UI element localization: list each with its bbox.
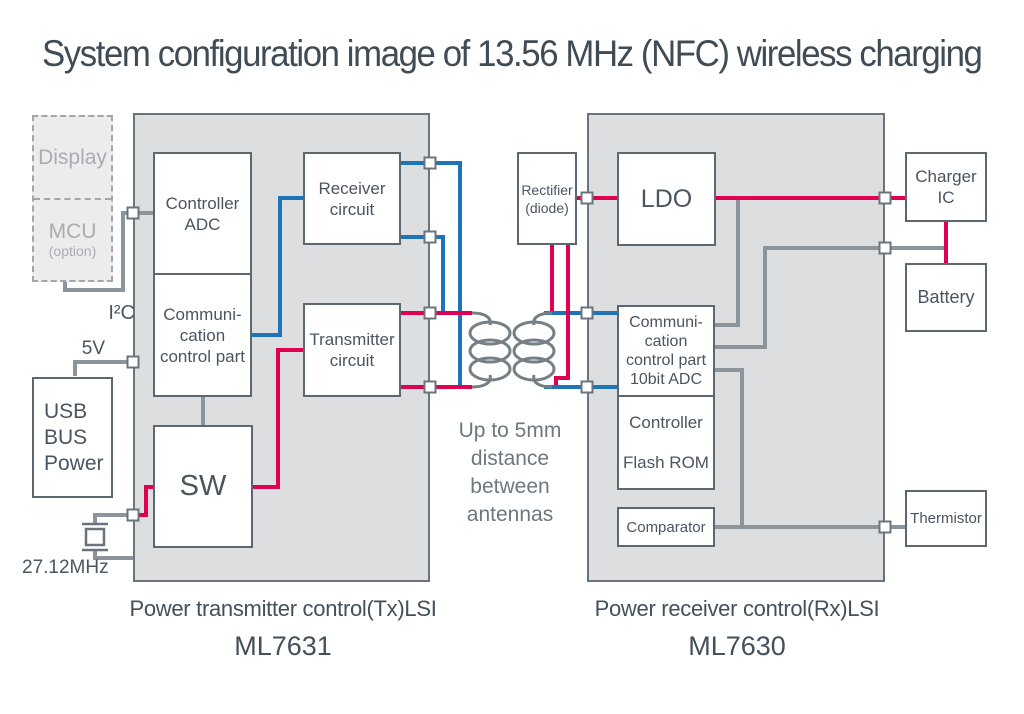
pad-thermistor	[878, 520, 892, 534]
adc-thermistor-wire	[713, 368, 744, 527]
antenna-distance-note: Up to 5mm distance between antennas	[458, 419, 562, 526]
transmitter-circuit-box: Transmitter circuit	[303, 303, 401, 397]
thermistor-label: Thermistor	[910, 510, 982, 527]
rectifier-antenna-wire-bottom	[554, 245, 570, 385]
usb-5v-wire	[73, 360, 133, 376]
pad-i2c	[126, 206, 140, 220]
5v-label: 5V	[81, 338, 105, 359]
sw-label: SW	[179, 470, 227, 502]
ldo-sense-wire	[713, 200, 740, 327]
thermistor-box: Thermistor	[905, 490, 987, 547]
comparator-box: Comparator	[617, 507, 715, 547]
xtal-top-wire	[93, 513, 133, 524]
pad-rx2	[423, 230, 437, 244]
display-mcu-box: Display MCU (option)	[32, 115, 113, 282]
display-label: Display	[38, 145, 107, 169]
receiver-antenna-wire-2	[401, 235, 445, 313]
battery-label: Battery	[917, 287, 975, 307]
pad-tx1	[423, 306, 437, 320]
pad-ant1	[580, 306, 594, 320]
usb-bus-power-box: USB BUS Power	[32, 377, 113, 498]
pad-charger	[878, 191, 892, 205]
display-section: Display	[34, 117, 111, 198]
sw-box: SW	[153, 425, 253, 548]
rx-part-number: ML7630	[688, 631, 786, 661]
usb-bus-power-label: USB BUS Power	[44, 399, 104, 475]
controller-adc-box: Controller ADC	[153, 152, 252, 275]
i2c-label: I²C	[108, 302, 135, 324]
charger-ic-box: Charger IC	[905, 152, 987, 222]
pad-ant2	[580, 380, 594, 394]
rectifier-box: Rectifier (diode)	[517, 152, 577, 245]
charger-ic-label: Charger IC	[915, 167, 977, 207]
page-title: System configuration image of 13.56 MHz …	[0, 33, 1024, 75]
pad-xtal	[126, 508, 140, 522]
battery-sense-wire	[713, 246, 946, 349]
battery-box: Battery	[905, 263, 987, 332]
transmitter-circuit-label: Transmitter circuit	[309, 330, 395, 370]
connector-pads	[126, 156, 892, 534]
mcu-section: MCU (option)	[34, 197, 111, 281]
comparator-label: Comparator	[626, 518, 706, 536]
receiver-antenna-wire-1	[401, 161, 462, 387]
xtal-bottom-wire	[93, 550, 133, 560]
sw-to-transmitter-wire	[253, 348, 303, 489]
tx-part-number: ML7631	[234, 631, 332, 661]
rx-caption: Power receiver control(Rx)LSI	[594, 596, 880, 621]
rectifier-label: Rectifier (diode)	[521, 181, 573, 216]
ldo-label: LDO	[640, 184, 693, 213]
tx-caption: Power transmitter control(Tx)LSI	[129, 596, 437, 621]
pad-battery-sense	[878, 241, 892, 255]
rx-comm-control-box: Communi- cation control part 10bit ADC	[617, 305, 715, 397]
mcu-option-label: (option)	[48, 242, 97, 259]
xtal-frequency-label: 27.12MHz	[22, 557, 109, 578]
crystal-body	[84, 527, 106, 547]
page-title-text: System configuration image of 13.56 MHz …	[42, 33, 983, 74]
receiver-circuit-label: Receiver circuit	[318, 178, 386, 219]
ldo-box: LDO	[617, 152, 716, 246]
tx-antenna-coil	[468, 311, 512, 389]
crystal-icon	[82, 522, 108, 552]
receiver-circuit-box: Receiver circuit	[303, 152, 401, 245]
pad-rx1	[423, 156, 437, 170]
controller-flash-label: Controller Flash ROM	[623, 412, 709, 472]
tx-comm-control-label: Communi- cation control part	[159, 304, 246, 366]
controller-flash-box: Controller Flash ROM	[617, 395, 715, 490]
comm-to-receiver-wire	[252, 196, 303, 337]
pad-5v	[126, 355, 140, 369]
tx-comm-control-box: Communi- cation control part	[153, 273, 252, 397]
controller-adc-label: Controller ADC	[165, 193, 240, 234]
pad-tx2	[423, 380, 437, 394]
rx-comm-control-label: Communi- cation control part 10bit ADC	[625, 314, 707, 388]
red-wires	[133, 196, 948, 517]
rx-antenna-coil	[512, 311, 556, 389]
mcu-label: MCU	[48, 219, 97, 243]
pad-rectifier	[580, 191, 594, 205]
